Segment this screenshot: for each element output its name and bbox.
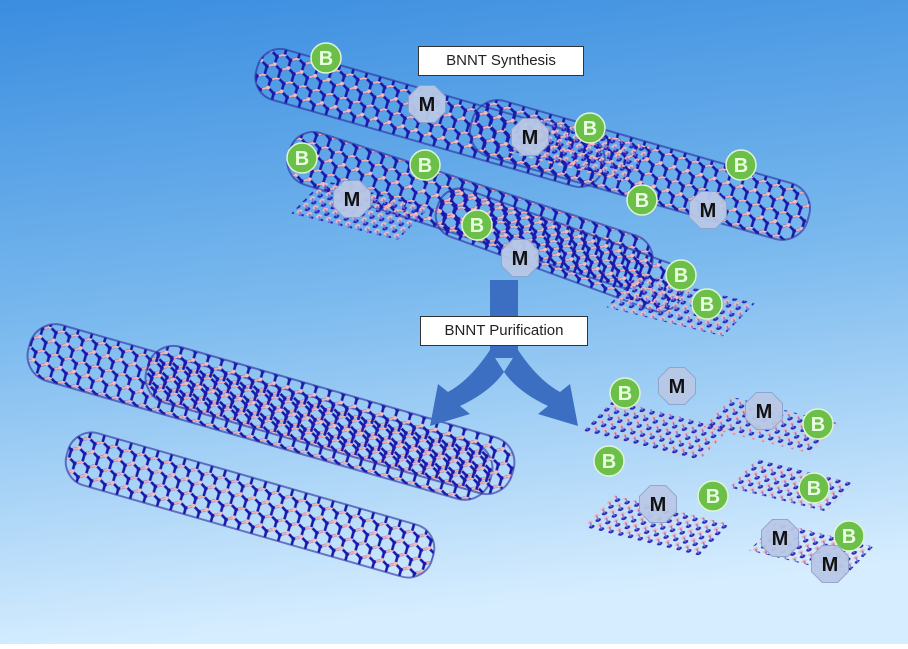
svg-text:M: M [650, 494, 667, 516]
metal-marker: M [658, 367, 696, 405]
svg-text:B: B [842, 526, 856, 548]
svg-text:B: B [706, 486, 720, 508]
svg-text:M: M [772, 528, 789, 550]
svg-text:B: B [734, 155, 748, 177]
svg-text:M: M [669, 376, 686, 398]
metal-marker: M [811, 545, 849, 583]
svg-text:B: B [583, 118, 597, 140]
svg-text:B: B [618, 383, 632, 405]
svg-text:B: B [470, 215, 484, 237]
boron-marker: B [310, 42, 342, 74]
svg-text:M: M [756, 401, 773, 423]
metal-marker: M [745, 392, 783, 430]
metal-marker: M [639, 485, 677, 523]
svg-text:B: B [700, 294, 714, 316]
boron-marker: B [725, 149, 757, 181]
svg-text:B: B [635, 190, 649, 212]
metal-marker: M [511, 118, 549, 156]
bn-flake [582, 495, 730, 556]
svg-text:B: B [674, 265, 688, 287]
svg-text:M: M [344, 189, 361, 211]
boron-marker: B [609, 377, 641, 409]
nanotube [64, 431, 436, 579]
boron-marker: B [574, 112, 606, 144]
boron-marker: B [665, 259, 697, 291]
svg-text:M: M [522, 127, 539, 149]
svg-text:B: B [811, 414, 825, 436]
svg-text:B: B [807, 478, 821, 500]
svg-text:B: B [319, 48, 333, 70]
svg-text:M: M [419, 94, 436, 116]
boron-marker: B [626, 184, 658, 216]
synthesis-label: BNNT Synthesis [418, 46, 584, 76]
bn-flake [582, 399, 730, 461]
boron-marker: B [802, 408, 834, 440]
boron-marker: B [593, 445, 625, 477]
svg-text:B: B [418, 155, 432, 177]
nanotube [144, 344, 516, 496]
boron-marker: B [697, 480, 729, 512]
svg-text:M: M [700, 200, 717, 222]
metal-marker: M [501, 239, 539, 277]
svg-text:M: M [512, 248, 529, 270]
metal-marker: M [761, 519, 799, 557]
boron-marker: B [461, 209, 493, 241]
bn-flake [606, 274, 756, 337]
svg-text:B: B [295, 148, 309, 170]
metal-marker: M [689, 191, 727, 229]
boron-marker: B [833, 520, 865, 552]
boron-marker: B [286, 142, 318, 174]
svg-text:B: B [602, 451, 616, 473]
svg-text:M: M [822, 554, 839, 576]
boron-marker: B [409, 149, 441, 181]
boron-marker: B [691, 288, 723, 320]
purification-label: BNNT Purification [420, 316, 588, 346]
metal-marker: M [408, 85, 446, 123]
metal-marker: M [333, 180, 371, 218]
boron-marker: B [798, 472, 830, 504]
